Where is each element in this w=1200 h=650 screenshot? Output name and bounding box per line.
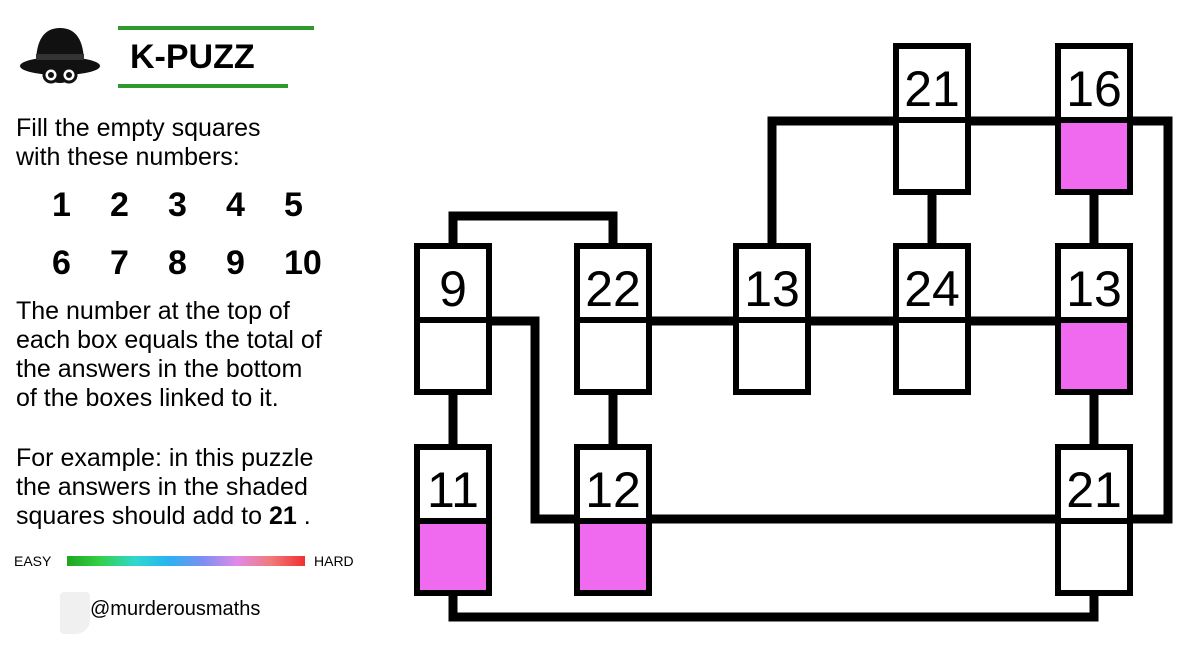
logo-rule-top xyxy=(118,26,314,30)
link-9-22 xyxy=(448,211,618,246)
number-set-row: 1 2 3 4 5 xyxy=(52,186,342,225)
number-option: 5 xyxy=(284,186,303,224)
answer-square-shaded[interactable] xyxy=(1055,317,1133,395)
number-option: 1 xyxy=(52,186,71,224)
answer-square-shaded[interactable] xyxy=(1055,117,1133,195)
difficulty-hard-label: HARD xyxy=(314,553,354,569)
difficulty-gradient xyxy=(67,556,305,566)
box-13-middle: 13 xyxy=(733,243,811,395)
rule-line: each box equals the total of xyxy=(16,326,322,354)
box-total: 24 xyxy=(904,261,960,317)
box-24: 24 xyxy=(893,243,971,395)
example-line: squares should add to 21 . xyxy=(16,502,311,531)
box-11: 11 xyxy=(414,444,492,596)
box-total: 21 xyxy=(1066,462,1122,518)
box-top xyxy=(414,243,492,323)
number-option: 2 xyxy=(110,186,129,224)
box-total: 12 xyxy=(585,462,641,518)
rule-line: the answers in the bottom xyxy=(16,355,303,383)
hat-and-glasses-icon xyxy=(20,28,100,84)
rule-line: of the boxes linked to it. xyxy=(16,384,279,412)
link-11-21 xyxy=(448,594,1099,622)
difficulty-easy-label: EASY xyxy=(14,553,52,569)
box-16: 16 xyxy=(1055,43,1133,195)
logo-title: K-PUZZ xyxy=(130,38,255,76)
twitter-bird-icon xyxy=(60,592,90,634)
answer-square-shaded[interactable] xyxy=(574,518,652,596)
link-lines xyxy=(448,116,1173,622)
credit: @murderousmaths xyxy=(60,592,320,634)
box-9: 9 xyxy=(414,243,492,395)
box-22: 22 xyxy=(574,243,652,395)
example-value: 21 xyxy=(268,502,297,530)
box-total: 9 xyxy=(439,261,467,317)
answer-square[interactable] xyxy=(733,317,811,395)
number-option: 9 xyxy=(226,244,245,282)
number-option: 8 xyxy=(168,244,187,282)
box-21-top: 21 xyxy=(893,43,971,195)
link-9-path xyxy=(489,316,578,524)
box-total: 22 xyxy=(585,261,641,317)
box-total: 21 xyxy=(904,61,960,117)
number-option: 6 xyxy=(52,244,71,282)
box-total: 16 xyxy=(1066,61,1122,117)
box-total: 11 xyxy=(427,462,479,518)
rule-line: The number at the top of xyxy=(16,297,290,325)
box-13-right: 13 xyxy=(1055,243,1133,395)
social-handle: @murderousmaths xyxy=(90,598,261,620)
logo-rule-bottom xyxy=(118,84,288,88)
instructions-panel: K-PUZZ Fill the empty squares with these… xyxy=(0,0,400,650)
link-13-loop xyxy=(767,116,1173,524)
box-top xyxy=(893,43,971,123)
number-option: 4 xyxy=(226,186,245,224)
number-option: 7 xyxy=(110,244,129,282)
difficulty-scale: EASY HARD xyxy=(14,553,374,571)
box-12: 12 xyxy=(574,444,652,596)
box-total: 13 xyxy=(744,261,800,317)
box-21-bottom: 21 xyxy=(1055,444,1133,596)
example-line: For example: in this puzzle xyxy=(16,444,314,472)
example-text: squares should add to xyxy=(16,502,263,530)
answer-square[interactable] xyxy=(893,317,971,395)
example-line: the answers in the shaded xyxy=(16,473,308,501)
answer-square-shaded[interactable] xyxy=(414,518,492,596)
box-top xyxy=(1055,243,1133,323)
answer-square[interactable] xyxy=(1055,518,1133,596)
number-option: 10 xyxy=(284,244,322,282)
logo: K-PUZZ xyxy=(18,22,314,92)
instruction-line: with these numbers: xyxy=(16,143,240,171)
box-total: 13 xyxy=(1066,261,1122,317)
number-option: 3 xyxy=(168,186,187,224)
answer-square[interactable] xyxy=(414,317,492,395)
box-top xyxy=(414,444,492,524)
example-period: . xyxy=(303,502,311,530)
answer-square[interactable] xyxy=(893,117,971,195)
answer-square[interactable] xyxy=(574,317,652,395)
number-set-row: 6 7 8 9 10 xyxy=(52,244,342,283)
instruction-line: Fill the empty squares xyxy=(16,114,261,142)
